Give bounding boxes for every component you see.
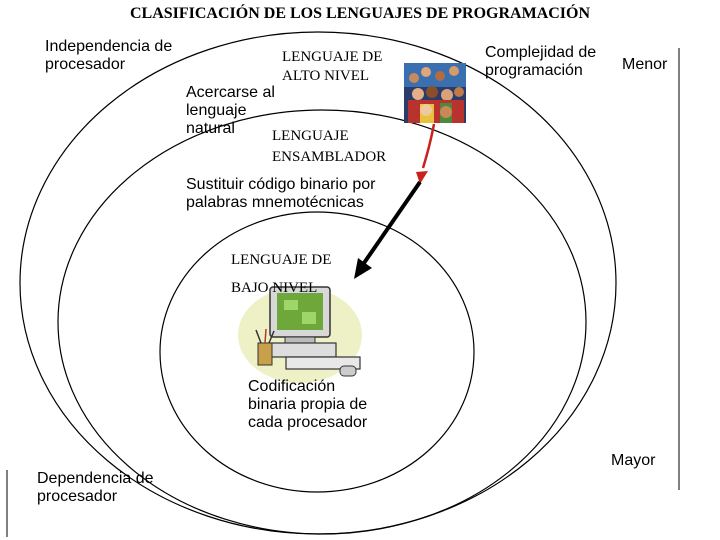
assembly-level-description-line: palabras mnemotécnicas	[186, 194, 364, 211]
low-level-name-line: BAJO NIVEL	[231, 280, 318, 296]
high-level-name-line: ALTO NIVEL	[282, 68, 370, 84]
high-level-description: Acercarse al lenguaje natural	[186, 84, 275, 138]
complexity-label-line: programación	[485, 62, 583, 79]
high-level-description-line: lenguaje	[186, 102, 247, 119]
low-level-name-line: LENGUAJE DE	[231, 252, 332, 268]
low-level-description: Codificación binaria propia de cada proc…	[248, 378, 367, 432]
computer-clipart	[238, 286, 362, 383]
high-level-name-line: LENGUAJE DE	[282, 49, 383, 65]
complexity-high-value: Mayor	[611, 452, 656, 469]
people-photo	[404, 63, 466, 123]
independence-label: Independencia de procesador	[45, 38, 172, 74]
low-level-description-line: binaria propia de	[248, 396, 368, 413]
low-level-name: LENGUAJE DE BAJO NIVEL	[231, 246, 331, 302]
complexity-label: Complejidad de programación	[485, 44, 596, 80]
assembly-level-description: Sustituir código binario por palabras mn…	[186, 176, 375, 212]
assembly-level-description-line: Sustituir código binario por	[186, 176, 376, 193]
assembly-level-name: LENGUAJE ENSAMBLADOR	[272, 126, 386, 168]
high-level-name: LENGUAJE DE ALTO NIVEL	[282, 48, 382, 86]
independence-label-line: Independencia de	[45, 38, 173, 55]
independence-label-line: procesador	[45, 56, 126, 73]
low-level-description-line: Codificación	[248, 378, 336, 395]
complexity-label-line: Complejidad de	[485, 44, 597, 61]
high-level-description-line: Acercarse al	[186, 84, 275, 101]
middle-ring-assembly	[57, 109, 587, 535]
inner-ring-low-level	[159, 211, 475, 493]
dependence-label-line: procesador	[37, 488, 118, 505]
assembly-level-name-line: LENGUAJE	[272, 128, 349, 144]
assembly-level-name-line: ENSAMBLADOR	[272, 149, 387, 165]
dependence-label: Dependencia de procesador	[37, 470, 154, 506]
dependence-label-line: Dependencia de	[37, 470, 154, 487]
diagram-title: CLASIFICACIÓN DE LOS LENGUAJES DE PROGRA…	[129, 5, 591, 22]
high-level-description-line: natural	[186, 120, 235, 137]
complexity-low-value: Menor	[622, 56, 668, 73]
low-level-description-line: cada procesador	[248, 414, 368, 431]
connector-arrow	[354, 123, 436, 279]
